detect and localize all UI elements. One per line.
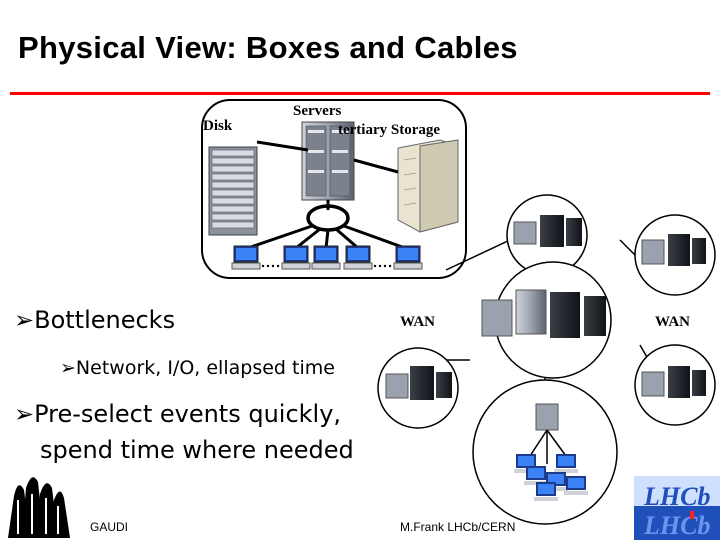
servers-label: Servers xyxy=(293,103,342,119)
remote-site-mid-left xyxy=(377,347,459,429)
disk-label: Disk xyxy=(203,118,233,134)
svg-text:LHCb: LHCb xyxy=(643,511,710,540)
remote-site-top-right xyxy=(634,214,716,296)
tertiary-storage-icon xyxy=(397,139,459,233)
slide-title: Physical View: Boxes and Cables xyxy=(18,30,518,65)
arrow-bullet-icon: ➢ xyxy=(14,400,35,428)
remote-site-central-wan xyxy=(481,261,612,379)
title-underline xyxy=(10,92,710,95)
cern-logo-icon xyxy=(8,477,70,538)
bullet-network-io: ➢Network, I/O, ellapsed time xyxy=(60,357,335,379)
footer-author: M.Frank LHCb/CERN xyxy=(400,520,516,534)
site-box xyxy=(201,99,467,279)
disk-array-icon xyxy=(208,146,258,236)
bullet-preselect: ➢Pre-select events quickly, xyxy=(14,400,341,428)
server-rack-icon xyxy=(301,121,355,201)
bullet-text: Network, I/O, ellapsed time xyxy=(75,357,335,379)
bullet-bottlenecks: ➢Bottlenecks xyxy=(14,306,175,334)
bullet-text: Bottlenecks xyxy=(34,306,176,334)
lhcb-logo-icon: LHCb LHCb xyxy=(634,476,720,540)
wan-label-right: WAN xyxy=(655,314,691,330)
arrow-bullet-icon: ➢ xyxy=(14,306,35,334)
bullet-text: Pre-select events quickly, xyxy=(34,400,342,428)
remote-site-mid-right xyxy=(634,344,716,426)
bullet-preselect-continued: spend time where needed xyxy=(40,436,354,464)
footer-project: GAUDI xyxy=(90,520,129,534)
remote-site-bottom xyxy=(472,379,618,525)
wan-label-left: WAN xyxy=(400,314,436,330)
tertiary-storage-label: tertiary Storage xyxy=(338,122,441,138)
workstation-icons xyxy=(231,245,423,270)
svg-text:LHCb: LHCb xyxy=(643,482,710,511)
arrow-bullet-icon: ➢ xyxy=(60,357,76,379)
